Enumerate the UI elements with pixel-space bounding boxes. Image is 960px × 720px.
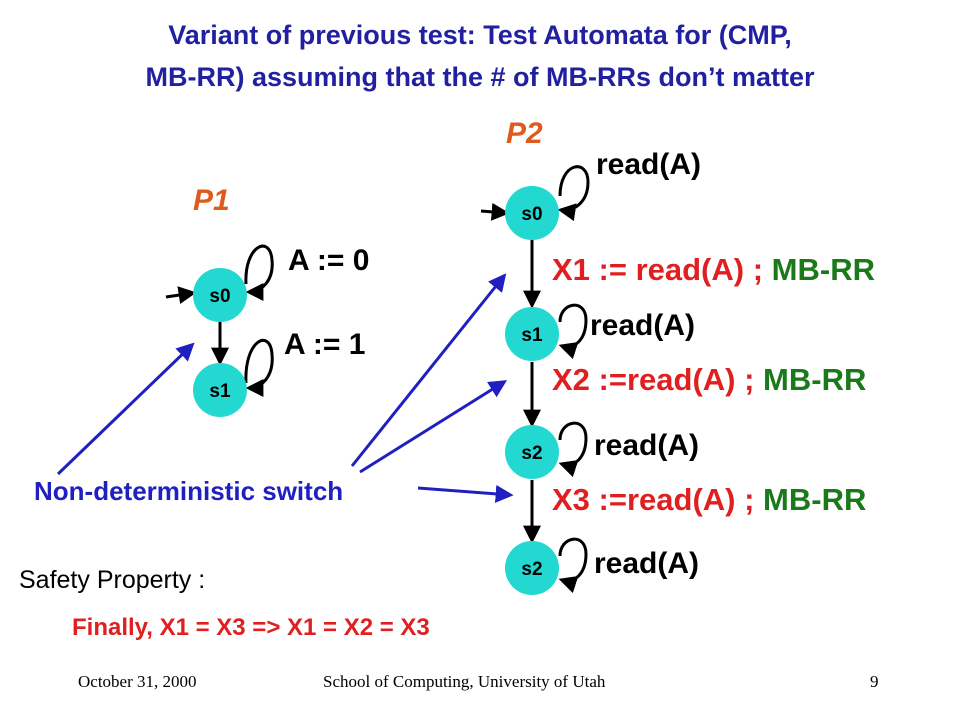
p2-state-s2 bbox=[505, 425, 559, 479]
x2-barrier: MB-RR bbox=[763, 362, 867, 397]
title-line-1: Variant of previous test: Test Automata … bbox=[168, 20, 792, 50]
p2-s2-label: s2 bbox=[521, 443, 542, 464]
footer-date: October 31, 2000 bbox=[78, 672, 197, 691]
p2-state-s0 bbox=[505, 186, 559, 240]
footer-school: School of Computing, University of Utah bbox=[323, 672, 606, 691]
p2-s1-loop-label: read(A) bbox=[590, 309, 696, 342]
p2-s0-label: s0 bbox=[521, 204, 542, 225]
p2-s2b-self-loop bbox=[558, 537, 588, 594]
switch-arrow-x3 bbox=[417, 484, 514, 503]
x2-assign: X2 :=read(A) ; bbox=[552, 362, 755, 397]
safety-label: Safety Property : bbox=[19, 566, 206, 594]
p2-s0-self-loop bbox=[557, 165, 590, 222]
p2-start-arrow bbox=[480, 202, 510, 221]
switch-arrow-p1 bbox=[56, 342, 195, 476]
p2-transition-x2: X2 :=read(A) ; MB-RR bbox=[552, 362, 866, 398]
p1-state-s1 bbox=[193, 363, 247, 417]
footer-page: 9 bbox=[870, 672, 879, 691]
p2-state-s1 bbox=[505, 307, 559, 361]
x1-assign: X1 := read(A) ; bbox=[552, 252, 764, 287]
p2-s1-label: s1 bbox=[521, 325, 543, 346]
p1-s0-self-loop bbox=[244, 244, 274, 301]
x3-assign: X3 :=read(A) ; bbox=[552, 482, 755, 517]
p1-s0-label: s0 bbox=[209, 286, 230, 307]
p2-s2b-loop-label: read(A) bbox=[594, 547, 700, 580]
p1-action-a1: A := 1 bbox=[284, 328, 366, 361]
p1-s1-self-loop bbox=[244, 339, 274, 397]
p2-transition-x1: X1 := read(A) ; MB-RR bbox=[552, 252, 875, 288]
p2-transition-x3: X3 :=read(A) ; MB-RR bbox=[552, 482, 866, 518]
x1-barrier: MB-RR bbox=[771, 252, 875, 287]
title-line-2: MB-RR) assuming that the # of MB-RRs don… bbox=[145, 62, 815, 92]
switch-label: Non-deterministic switch bbox=[34, 476, 344, 506]
p2-s2-self-loop bbox=[558, 421, 588, 478]
p2-s1-self-loop bbox=[558, 303, 588, 360]
switch-arrow-x1 bbox=[350, 273, 507, 467]
x3-barrier: MB-RR bbox=[763, 482, 867, 517]
p1-state-s0 bbox=[193, 268, 247, 322]
p1-start-arrow bbox=[165, 286, 197, 305]
p2-s0-loop-label: read(A) bbox=[596, 148, 702, 181]
p1-action-a0: A := 0 bbox=[288, 244, 370, 277]
switch-arrow-x2 bbox=[359, 380, 508, 474]
p1-label: P1 bbox=[193, 184, 230, 217]
p1-s1-label: s1 bbox=[209, 381, 231, 402]
safety-formula: Finally, X1 = X3 => X1 = X2 = X3 bbox=[72, 614, 430, 641]
p2-s2-loop-label: read(A) bbox=[594, 429, 700, 462]
p2-label: P2 bbox=[506, 117, 543, 150]
p2-s2b-label: s2 bbox=[521, 559, 542, 580]
p2-state-s2b bbox=[505, 541, 559, 595]
